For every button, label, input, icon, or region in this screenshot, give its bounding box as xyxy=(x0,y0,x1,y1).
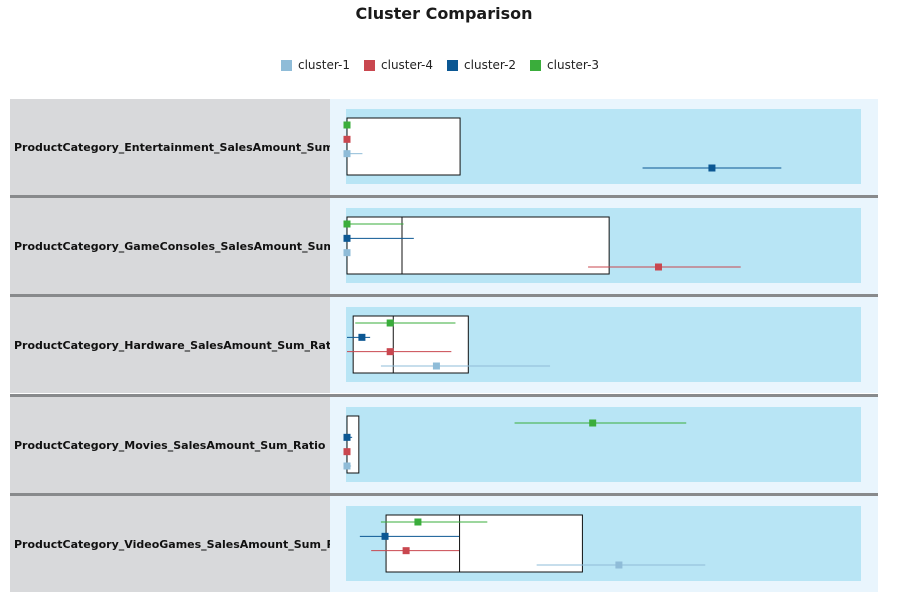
legend-label: cluster-3 xyxy=(547,58,600,72)
row-separator xyxy=(10,493,878,496)
box-iqr[interactable] xyxy=(352,315,469,374)
row-plot-area xyxy=(330,397,878,493)
row-label: ProductCategory_GameConsoles_SalesAmount… xyxy=(10,198,373,294)
cluster-mean-cluster-4[interactable] xyxy=(343,135,351,143)
cluster-mean-cluster-2[interactable] xyxy=(343,433,351,441)
cluster-mean-cluster-2[interactable] xyxy=(708,164,716,172)
legend-swatch xyxy=(364,59,376,71)
row-plot-svg xyxy=(343,407,861,482)
cluster-mean-cluster-3[interactable] xyxy=(414,518,422,526)
cluster-mean-cluster-3[interactable] xyxy=(386,319,394,327)
chart-title: Cluster Comparison xyxy=(355,4,533,23)
cluster-mean-cluster-3[interactable] xyxy=(589,419,597,427)
cluster-mean-cluster-1[interactable] xyxy=(343,462,351,470)
row-plot-area xyxy=(330,198,878,294)
row-label: ProductCategory_Movies_SalesAmount_Sum_R… xyxy=(10,397,330,493)
legend-swatch xyxy=(530,59,542,71)
chart-row: ProductCategory_VideoGames_SalesAmount_S… xyxy=(10,496,878,592)
cluster-mean-cluster-1[interactable] xyxy=(343,150,351,158)
cluster-mean-cluster-2[interactable] xyxy=(343,234,351,242)
chart-row: ProductCategory_Movies_SalesAmount_Sum_R… xyxy=(10,397,878,493)
row-plot-area xyxy=(330,297,878,393)
cluster-mean-cluster-4[interactable] xyxy=(402,547,410,555)
legend-label: cluster-4 xyxy=(381,58,434,72)
row-label: ProductCategory_Entertainment_SalesAmoun… xyxy=(10,99,372,195)
cluster-mean-cluster-1[interactable] xyxy=(615,561,623,569)
row-label: ProductCategory_Hardware_SalesAmount_Sum… xyxy=(10,297,342,393)
row-plot-svg xyxy=(343,109,861,184)
cluster-mean-cluster-3[interactable] xyxy=(343,220,351,228)
cluster-mean-cluster-2[interactable] xyxy=(381,532,389,540)
chart-row: ProductCategory_GameConsoles_SalesAmount… xyxy=(10,198,878,294)
plot-band xyxy=(346,407,861,482)
chart-rows: ProductCategory_Entertainment_SalesAmoun… xyxy=(10,99,878,599)
cluster-mean-cluster-4[interactable] xyxy=(386,348,394,356)
legend-swatch xyxy=(447,59,459,71)
legend-label: cluster-1 xyxy=(298,58,351,72)
row-plot-svg xyxy=(343,208,861,283)
legend-item-cluster-4[interactable]: cluster-4 xyxy=(364,58,433,72)
cluster-mean-cluster-1[interactable] xyxy=(343,249,351,257)
row-plot-svg xyxy=(346,506,861,581)
box-iqr[interactable] xyxy=(346,117,461,176)
cluster-mean-cluster-4[interactable] xyxy=(343,448,351,456)
cluster-mean-cluster-3[interactable] xyxy=(343,121,351,129)
legend-swatch xyxy=(281,59,292,71)
legend-label: cluster-2 xyxy=(464,58,517,72)
row-separator xyxy=(10,294,878,297)
row-plot-svg xyxy=(346,307,861,382)
legend-item-cluster-3[interactable]: cluster-3 xyxy=(530,58,599,72)
cluster-mean-cluster-1[interactable] xyxy=(432,362,440,370)
row-separator xyxy=(10,195,878,198)
row-label: ProductCategory_VideoGames_SalesAmount_S… xyxy=(10,496,359,592)
row-plot-area xyxy=(330,496,878,592)
cluster-mean-cluster-2[interactable] xyxy=(358,333,366,341)
legend-item-cluster-2[interactable]: cluster-2 xyxy=(447,58,516,72)
row-separator xyxy=(10,394,878,397)
legend: cluster-1 cluster-4 cluster-2 cluster-3 xyxy=(281,57,613,73)
chart-row: ProductCategory_Hardware_SalesAmount_Sum… xyxy=(10,297,878,393)
row-plot-area xyxy=(330,99,878,195)
cluster-mean-cluster-4[interactable] xyxy=(654,263,662,271)
chart-row: ProductCategory_Entertainment_SalesAmoun… xyxy=(10,99,878,195)
box-iqr[interactable] xyxy=(346,216,610,275)
legend-item-cluster-1[interactable]: cluster-1 xyxy=(281,58,350,72)
